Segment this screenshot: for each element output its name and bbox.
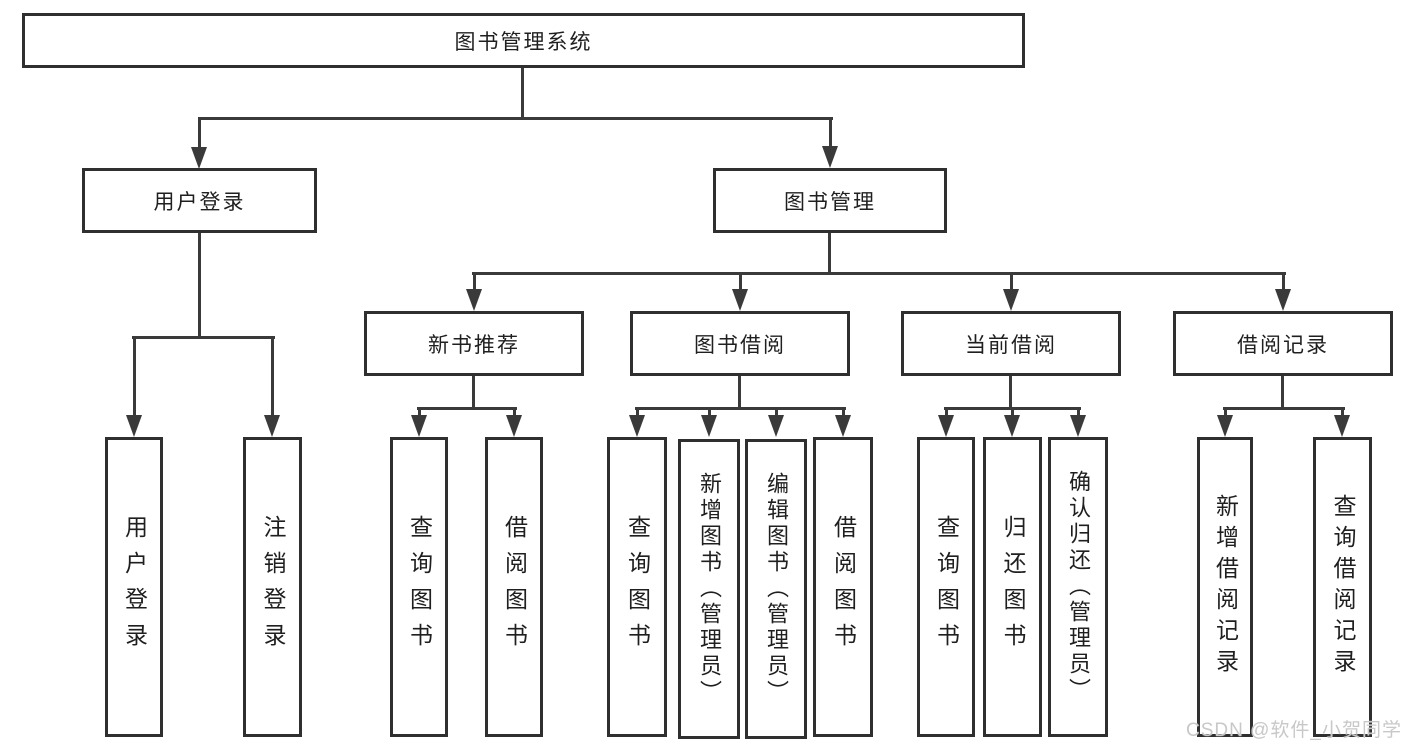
arrow-to-leaf-rec-borrow	[506, 407, 522, 437]
leaf-logout: 注销登录	[243, 437, 302, 737]
node-new-book-recommend-label: 新书推荐	[428, 333, 520, 357]
arrow-to-leaf-br-query	[1334, 407, 1350, 437]
root-node-library-system: 图书管理系统	[22, 13, 1025, 68]
node-book-borrow-label: 图书借阅	[694, 333, 786, 357]
leaf-user-login-label: 用户登录	[121, 515, 148, 659]
arrow-to-new-book-recommend	[466, 272, 482, 311]
leaf-recommend-query-books: 查询图书	[390, 437, 448, 737]
connector-current-borrow-stem	[1009, 376, 1012, 410]
node-current-borrow-label: 当前借阅	[965, 333, 1057, 357]
node-borrow-records-label: 借阅记录	[1237, 333, 1329, 357]
leaf-recommend-query-books-label: 查询图书	[406, 515, 433, 659]
connector-book-borrow-rail	[635, 407, 846, 410]
leaf-user-login: 用户登录	[105, 437, 163, 737]
node-current-borrow: 当前借阅	[901, 311, 1121, 376]
connector-book-mgmt-stem	[828, 233, 831, 275]
connector-recommend-stem	[472, 376, 475, 410]
leaf-return-book: 归还图书	[983, 437, 1042, 737]
leaf-edit-book-admin: 编辑图书（管理员）	[745, 439, 807, 739]
arrow-to-leaf-bb-borrow	[835, 407, 851, 437]
leaf-add-borrow-record: 新增借阅记录	[1197, 437, 1253, 737]
node-borrow-records: 借阅记录	[1173, 311, 1393, 376]
leaf-edit-book-admin-label: 编辑图书（管理员）	[764, 472, 789, 706]
node-user-login-label: 用户登录	[153, 190, 246, 214]
connector-recommend-rail	[417, 407, 517, 410]
leaf-recommend-borrow-books: 借阅图书	[485, 437, 543, 737]
arrow-to-book-management	[822, 117, 838, 168]
leaf-add-borrow-record-label: 新增借阅记录	[1212, 494, 1239, 680]
node-book-management-label: 图书管理	[784, 190, 876, 214]
leaf-current-query-books-label: 查询图书	[933, 515, 960, 659]
leaf-borrow-borrow-books: 借阅图书	[813, 437, 873, 737]
arrow-to-leaf-logout	[264, 336, 280, 437]
connector-user-login-stem	[198, 233, 201, 339]
arrow-to-leaf-user-login	[126, 336, 142, 437]
root-node-label: 图书管理系统	[454, 30, 593, 54]
node-book-management: 图书管理	[713, 168, 947, 233]
connector-root-stem	[521, 68, 524, 120]
connector-root-rail	[198, 117, 833, 120]
leaf-add-book-admin: 新增图书（管理员）	[678, 439, 740, 739]
arrow-to-leaf-bb-query	[629, 407, 645, 437]
leaf-query-borrow-record-label: 查询借阅记录	[1330, 494, 1356, 680]
leaf-return-book-label: 归还图书	[1000, 515, 1026, 659]
connector-borrow-records-rail	[1223, 407, 1345, 410]
node-user-login: 用户登录	[82, 168, 317, 233]
leaf-recommend-borrow-books-label: 借阅图书	[501, 515, 528, 659]
node-book-borrow: 图书借阅	[630, 311, 850, 376]
node-new-book-recommend: 新书推荐	[364, 311, 584, 376]
connector-borrow-records-stem	[1281, 376, 1284, 410]
leaf-current-query-books: 查询图书	[917, 437, 975, 737]
arrow-to-leaf-bb-add	[701, 407, 717, 437]
arrow-to-book-borrow	[732, 272, 748, 311]
arrow-to-leaf-cb-return	[1004, 407, 1020, 437]
connector-book-mgmt-rail	[472, 272, 1286, 275]
arrow-to-leaf-cb-query	[938, 407, 954, 437]
arrow-to-current-borrow	[1003, 272, 1019, 311]
connector-book-borrow-stem	[738, 376, 741, 410]
leaf-logout-label: 注销登录	[260, 515, 286, 659]
arrow-to-borrow-records	[1275, 272, 1291, 311]
arrow-to-user-login	[191, 117, 207, 169]
leaf-add-book-admin-label: 新增图书（管理员）	[697, 472, 722, 706]
arrow-to-leaf-rec-query	[411, 407, 427, 437]
leaf-confirm-return-admin-label: 确认归还（管理员）	[1066, 470, 1091, 704]
arrow-to-leaf-br-add	[1217, 407, 1233, 437]
leaf-confirm-return-admin: 确认归还（管理员）	[1048, 437, 1108, 737]
leaf-borrow-query-books-label: 查询图书	[624, 515, 651, 659]
leaf-borrow-query-books: 查询图书	[607, 437, 667, 737]
connector-user-login-rail	[132, 336, 275, 339]
csdn-watermark: CSDN @软件_小贺同学	[1186, 720, 1402, 741]
arrow-to-leaf-bb-edit	[768, 407, 784, 437]
leaf-query-borrow-record: 查询借阅记录	[1313, 437, 1372, 737]
leaf-borrow-borrow-books-label: 借阅图书	[830, 515, 857, 659]
arrow-to-leaf-cb-confirm	[1070, 407, 1086, 437]
